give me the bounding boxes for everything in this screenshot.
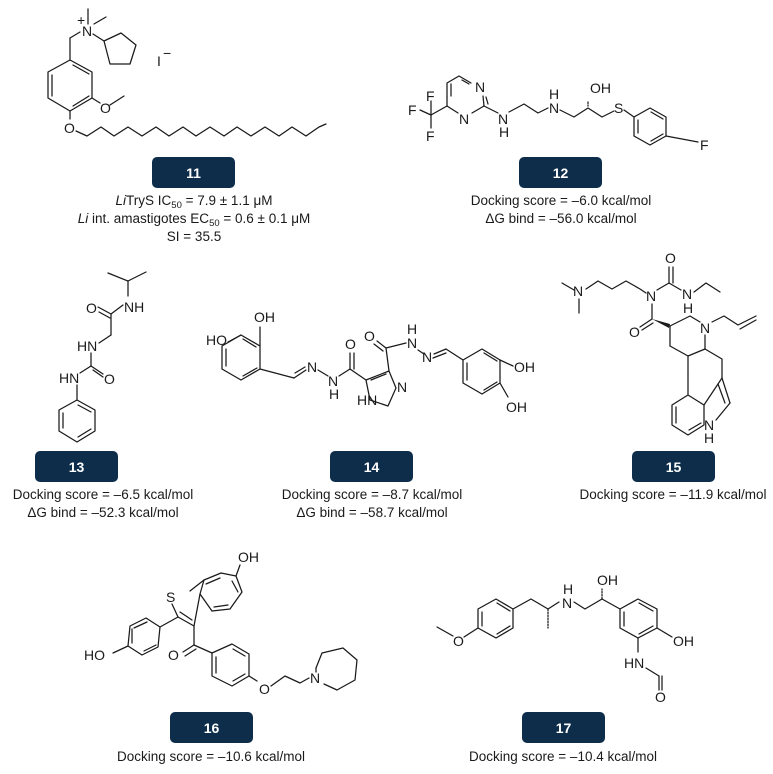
caption-14-docking: Docking score = –8.7 kcal/mol: [281, 487, 463, 502]
n1-label: N: [307, 359, 317, 375]
imidazole-n-label: N: [397, 379, 407, 395]
formyl-o-label: O: [655, 689, 666, 705]
compound-label-12: 12: [519, 157, 602, 188]
oh1-label: OH: [254, 309, 275, 325]
caption-15-docking: Docking score = –11.9 kcal/mol: [579, 487, 767, 502]
nh2-n-label: N: [407, 335, 417, 351]
caption-14: Docking score = –8.7 kcal/mol ΔG bind = …: [282, 486, 462, 522]
caption-13-dg: ΔG bind = –52.3 kcal/mol: [27, 505, 179, 520]
aryl-hn-label: HN: [59, 370, 79, 386]
oh-label: OH: [590, 80, 611, 96]
ketone-o-label: O: [168, 647, 179, 663]
pyrimidine-n2-label: N: [459, 111, 469, 127]
caption-17: Docking score = –10.4 kcal/mol: [469, 748, 657, 766]
caption-13-docking: Docking score = –6.5 kcal/mol: [12, 487, 194, 502]
caption-15: Docking score = –11.9 kcal/mol: [580, 486, 767, 504]
fluoro-label: F: [700, 137, 709, 153]
oh2-label: OH: [514, 359, 535, 375]
s-label: S: [614, 100, 623, 116]
structure-14: OH HO N N H O HN N O: [206, 309, 535, 415]
plus-sign: +: [77, 12, 85, 28]
caption-12-docking: Docking score = –6.0 kcal/mol: [470, 193, 652, 208]
structure-17: O N H OH OH HN: [436, 572, 694, 705]
gly-hn-label: HN: [77, 338, 97, 354]
structure-11: N + I − O O: [47, 8, 327, 137]
urea-o-label: O: [104, 371, 115, 387]
caption-17-docking: Docking score = –10.4 kcal/mol: [469, 749, 657, 764]
methoxy-o-label: O: [100, 100, 111, 116]
urea-nh-n-label: N: [682, 286, 692, 302]
compound-label-14: 14: [330, 451, 413, 482]
caption-14-dg: ΔG bind = –58.7 kcal/mol: [296, 505, 448, 520]
nh-h-label: H: [563, 581, 573, 597]
f1-label: F: [426, 88, 435, 104]
urea-n-label: N: [646, 288, 656, 304]
caption-12-dg: ΔG bind = –56.0 kcal/mol: [485, 211, 637, 226]
nh1-h-label: H: [329, 386, 339, 402]
caption-11-ic50: LiTryS IC50 = 7.9 ± 1.1 μM: [115, 193, 273, 211]
compound-label-15: 15: [632, 451, 715, 482]
pyrimidine-n1-label: N: [475, 79, 485, 95]
piperidine-n-label: N: [310, 670, 320, 686]
oh-top-label: OH: [238, 549, 259, 565]
amide-o-label: O: [86, 300, 97, 316]
o2-label: O: [364, 328, 375, 344]
nh1-n-label: N: [498, 111, 508, 127]
nh-n-label: N: [562, 595, 572, 611]
structure-16: OH S HO O: [84, 549, 358, 697]
nme2-label: N: [573, 283, 583, 299]
nh-amide-label: NH: [124, 299, 144, 315]
ether-o-label: O: [259, 681, 270, 697]
caption-11: LiTryS IC50 = 7.9 ± 1.1 μM Li int. amast…: [78, 192, 311, 246]
o1-label: O: [345, 336, 356, 352]
caption-13: Docking score = –6.5 kcal/mol ΔG bind = …: [13, 486, 193, 522]
nh2-n-label: N: [549, 100, 559, 116]
ho1-label: HO: [206, 332, 227, 348]
ho-label: HO: [84, 647, 105, 663]
imidazole-hn-label: HN: [357, 392, 377, 408]
structure-13: NH O HN O HN: [58, 271, 147, 443]
indole-h-label: H: [704, 430, 714, 446]
indole-n-label: N: [704, 417, 714, 433]
compound-label-11: 11: [152, 157, 235, 188]
methoxy-o-label: O: [453, 633, 464, 649]
structure-15: N N O N H O N: [561, 250, 757, 446]
oh-top-label: OH: [597, 572, 618, 588]
caption-12: Docking score = –6.0 kcal/mol ΔG bind = …: [471, 192, 651, 228]
caption-11-si: SI = 35.5: [166, 229, 222, 244]
caption-16-docking: Docking score = –10.6 kcal/mol: [117, 749, 305, 764]
ether-o-label: O: [64, 120, 75, 136]
oh3-label: OH: [506, 399, 527, 415]
caption-16: Docking score = –10.6 kcal/mol: [117, 748, 305, 766]
minus-sign: −: [163, 45, 171, 61]
f2-label: F: [408, 102, 417, 118]
f3-label: F: [426, 128, 435, 144]
n-plus-label: N: [82, 23, 92, 39]
structure-12: N N F F F N H N H OH S: [408, 75, 709, 153]
iodide-label: I: [157, 53, 161, 69]
allyl-n-label: N: [700, 320, 710, 336]
compound-label-13: 13: [35, 451, 118, 482]
amide-o-label: O: [629, 324, 640, 340]
urea-o-label: O: [665, 250, 676, 266]
compound-label-16: 16: [170, 712, 253, 743]
s-label: S: [166, 589, 175, 605]
nh2-h-label: H: [549, 86, 559, 102]
compound-label-17: 17: [522, 712, 605, 743]
urea-nh-h-label: H: [683, 300, 693, 316]
n2-label: N: [422, 349, 432, 365]
nh2-h-label: H: [407, 321, 417, 337]
aryl-oh-label: OH: [673, 633, 694, 649]
nh1-n-label: N: [328, 373, 338, 389]
caption-11-ec50: Li int. amastigotes EC50 = 0.6 ± 0.1 μM: [77, 211, 311, 229]
hn-label: HN: [624, 655, 644, 671]
nh1-h-label: H: [499, 124, 509, 140]
